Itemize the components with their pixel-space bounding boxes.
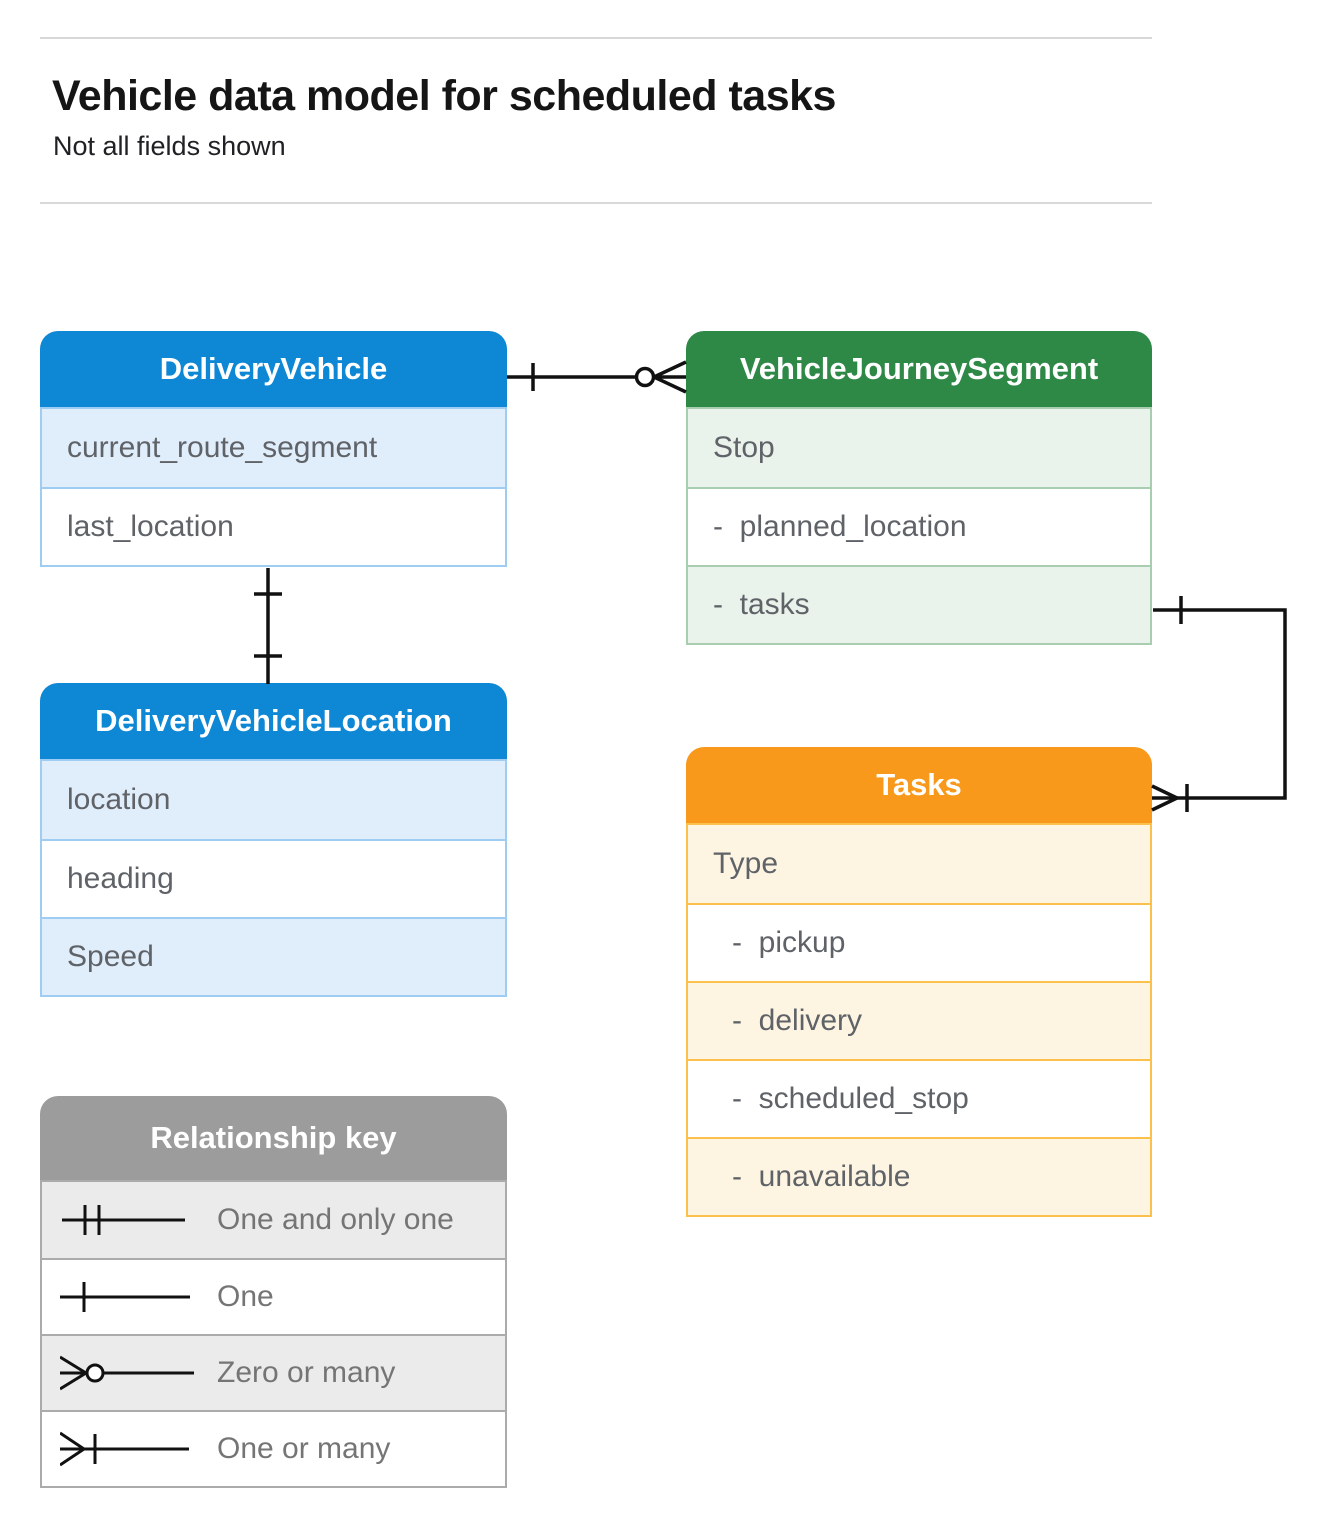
legend-item-one: One — [42, 1258, 505, 1334]
connector-deliveryvehicle-vehiclejourneysegment — [507, 360, 687, 394]
field-scheduled-stop: - scheduled_stop — [688, 1059, 1150, 1137]
entity-delivery-vehicle-header: DeliveryVehicle — [40, 331, 507, 407]
zero-or-many-symbol — [60, 1355, 194, 1391]
subtitle-divider — [40, 202, 1152, 204]
field-type: Type — [688, 825, 1150, 903]
field-stop: Stop — [688, 409, 1150, 487]
one-or-many-symbol — [60, 1431, 189, 1467]
legend-label: One and only one — [217, 1203, 454, 1236]
legend-item-one-or-many: One or many — [42, 1410, 505, 1486]
field-tasks: - tasks — [688, 565, 1150, 643]
entity-delivery-vehicle-location: DeliveryVehicleLocation location heading… — [40, 683, 507, 997]
entity-delivery-vehicle-fields: current_route_segment last_location — [40, 407, 507, 567]
one-and-only-one-symbol — [62, 1205, 185, 1235]
entity-vehicle-journey-segment-header: VehicleJourneySegment — [686, 331, 1152, 407]
connector-deliveryvehicle-deliveryvehiclelocation — [254, 568, 282, 684]
field-location: location — [42, 761, 505, 839]
legend-label: One or many — [217, 1432, 391, 1465]
entity-tasks: Tasks Type - pickup - delivery - schedul… — [686, 747, 1152, 1217]
entity-delivery-vehicle-location-fields: location heading Speed — [40, 759, 507, 997]
entity-delivery-vehicle-location-header: DeliveryVehicleLocation — [40, 683, 507, 759]
relationship-key-header: Relationship key — [40, 1096, 507, 1180]
relationship-key-rows: One and only one One Zero or many One or… — [40, 1180, 507, 1488]
field-heading: heading — [42, 839, 505, 917]
one-symbol — [60, 1282, 190, 1312]
field-last-location: last_location — [42, 487, 505, 565]
legend-label: Zero or many — [217, 1356, 396, 1389]
page-title: Vehicle data model for scheduled tasks — [52, 72, 836, 120]
connector-vehiclejourneysegment-tasks — [1151, 596, 1287, 812]
entity-vehicle-journey-segment: VehicleJourneySegment Stop - planned_loc… — [686, 331, 1152, 645]
field-current-route-segment: current_route_segment — [42, 409, 505, 487]
entity-tasks-header: Tasks — [686, 747, 1152, 823]
entity-tasks-fields: Type - pickup - delivery - scheduled_sto… — [686, 823, 1152, 1217]
relationship-key: Relationship key One and only one One Ze… — [40, 1096, 507, 1488]
field-speed: Speed — [42, 917, 505, 995]
legend-label: One — [217, 1280, 274, 1313]
entity-delivery-vehicle: DeliveryVehicle current_route_segment la… — [40, 331, 507, 567]
field-unavailable: - unavailable — [688, 1137, 1150, 1215]
legend-item-zero-or-many: Zero or many — [42, 1334, 505, 1410]
legend-item-one-and-only-one: One and only one — [42, 1182, 505, 1258]
field-delivery: - delivery — [688, 981, 1150, 1059]
field-planned-location: - planned_location — [688, 487, 1150, 565]
top-divider — [40, 37, 1152, 39]
entity-vehicle-journey-segment-fields: Stop - planned_location - tasks — [686, 407, 1152, 645]
field-pickup: - pickup — [688, 903, 1150, 981]
page-subtitle: Not all fields shown — [53, 131, 286, 161]
